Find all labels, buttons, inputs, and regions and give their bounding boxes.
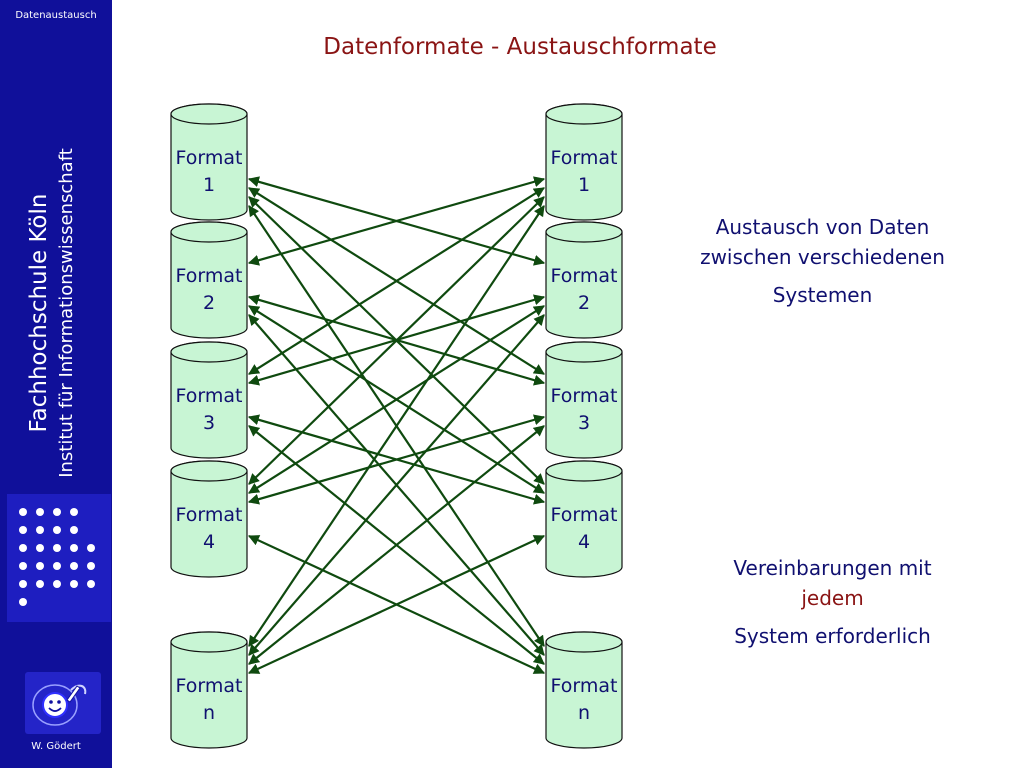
left-format-1-cylinder: Format 1: [170, 103, 248, 221]
decor-dot: [19, 544, 27, 552]
decor-dot: [19, 598, 27, 606]
exchange-arrow: [248, 535, 545, 674]
decor-dot: [70, 562, 78, 570]
left-format-1-label: 1: [203, 174, 215, 196]
left-format-5-label: n: [203, 702, 215, 724]
decor-dot: [70, 508, 78, 516]
decor-dot: [87, 562, 95, 570]
left-format-5-label: Format: [176, 675, 243, 697]
left-format-3-label: Format: [176, 385, 243, 407]
exchange-note-line1: Austausch von Daten: [715, 215, 930, 239]
decor-dot: [53, 580, 61, 588]
decor-dot: [87, 580, 95, 588]
author-label: W. Gödert: [31, 741, 81, 752]
left-format-2-label: 2: [203, 292, 215, 314]
decor-dot: [36, 544, 44, 552]
decor-dot: [87, 544, 95, 552]
decor-dot: [53, 544, 61, 552]
decor-dot: [19, 580, 27, 588]
right-format-4-cylinder: Format 4: [545, 460, 623, 578]
decor-dot: [19, 562, 27, 570]
decor-dot: [53, 526, 61, 534]
decor-dot: [36, 580, 44, 588]
decor-dot: [70, 544, 78, 552]
left-format-2-label: Format: [176, 265, 243, 287]
left-format-3-cylinder: Format 3: [170, 341, 248, 459]
decor-dot: [70, 580, 78, 588]
sidebar-top-label: Datenaustausch: [15, 10, 97, 21]
left-format-4-label: 4: [203, 531, 215, 553]
exchange-note-line3: Systemen: [772, 283, 873, 307]
mascot-logo: [25, 672, 101, 734]
decor-dot: [36, 526, 44, 534]
agreement-note: Vereinbarungen mit jedem System erforder…: [690, 553, 975, 651]
slide-title: Datenformate - Austauschformate: [323, 34, 717, 60]
right-format-3-cylinder: Format 3: [545, 341, 623, 459]
left-format-4-cylinder: Format 4: [170, 460, 248, 578]
exchange-note-line2: zwischen verschiedenen: [700, 245, 945, 269]
dots-pattern: [7, 494, 111, 622]
right-format-1-label: Format: [551, 147, 618, 169]
right-format-5-label: n: [578, 702, 590, 724]
right-format-3-label: Format: [551, 385, 618, 407]
right-format-2-label: Format: [551, 265, 618, 287]
decor-dot: [70, 526, 78, 534]
left-format-2-cylinder: Format 2: [170, 221, 248, 339]
decor-dot: [53, 562, 61, 570]
right-format-5-cylinder: Format n: [545, 631, 623, 749]
left-format-1-label: Format: [176, 147, 243, 169]
left-format-4-label: Format: [176, 504, 243, 526]
decor-dot: [19, 526, 27, 534]
right-format-2-cylinder: Format 2: [545, 221, 623, 339]
agreement-note-line1: Vereinbarungen mit: [733, 556, 932, 580]
right-format-2-label: 2: [578, 292, 590, 314]
right-format-5-label: Format: [551, 675, 618, 697]
right-format-4-label: Format: [551, 504, 618, 526]
agreement-note-line2: jedem: [801, 586, 864, 610]
decor-dot: [19, 508, 27, 516]
exchange-note: Austausch von Daten zwischen verschieden…: [655, 212, 990, 310]
right-format-1-label: 1: [578, 174, 590, 196]
left-format-5-cylinder: Format n: [170, 631, 248, 749]
decor-dot: [36, 562, 44, 570]
right-format-3-label: 3: [578, 412, 590, 434]
sidebar: Datenaustausch Fachhochschule Köln Insti…: [0, 0, 112, 768]
agreement-note-line3: System erforderlich: [734, 624, 931, 648]
decor-dot: [53, 508, 61, 516]
right-format-4-label: 4: [578, 531, 590, 553]
left-format-3-label: 3: [203, 412, 215, 434]
decor-dot: [36, 508, 44, 516]
right-format-1-cylinder: Format 1: [545, 103, 623, 221]
